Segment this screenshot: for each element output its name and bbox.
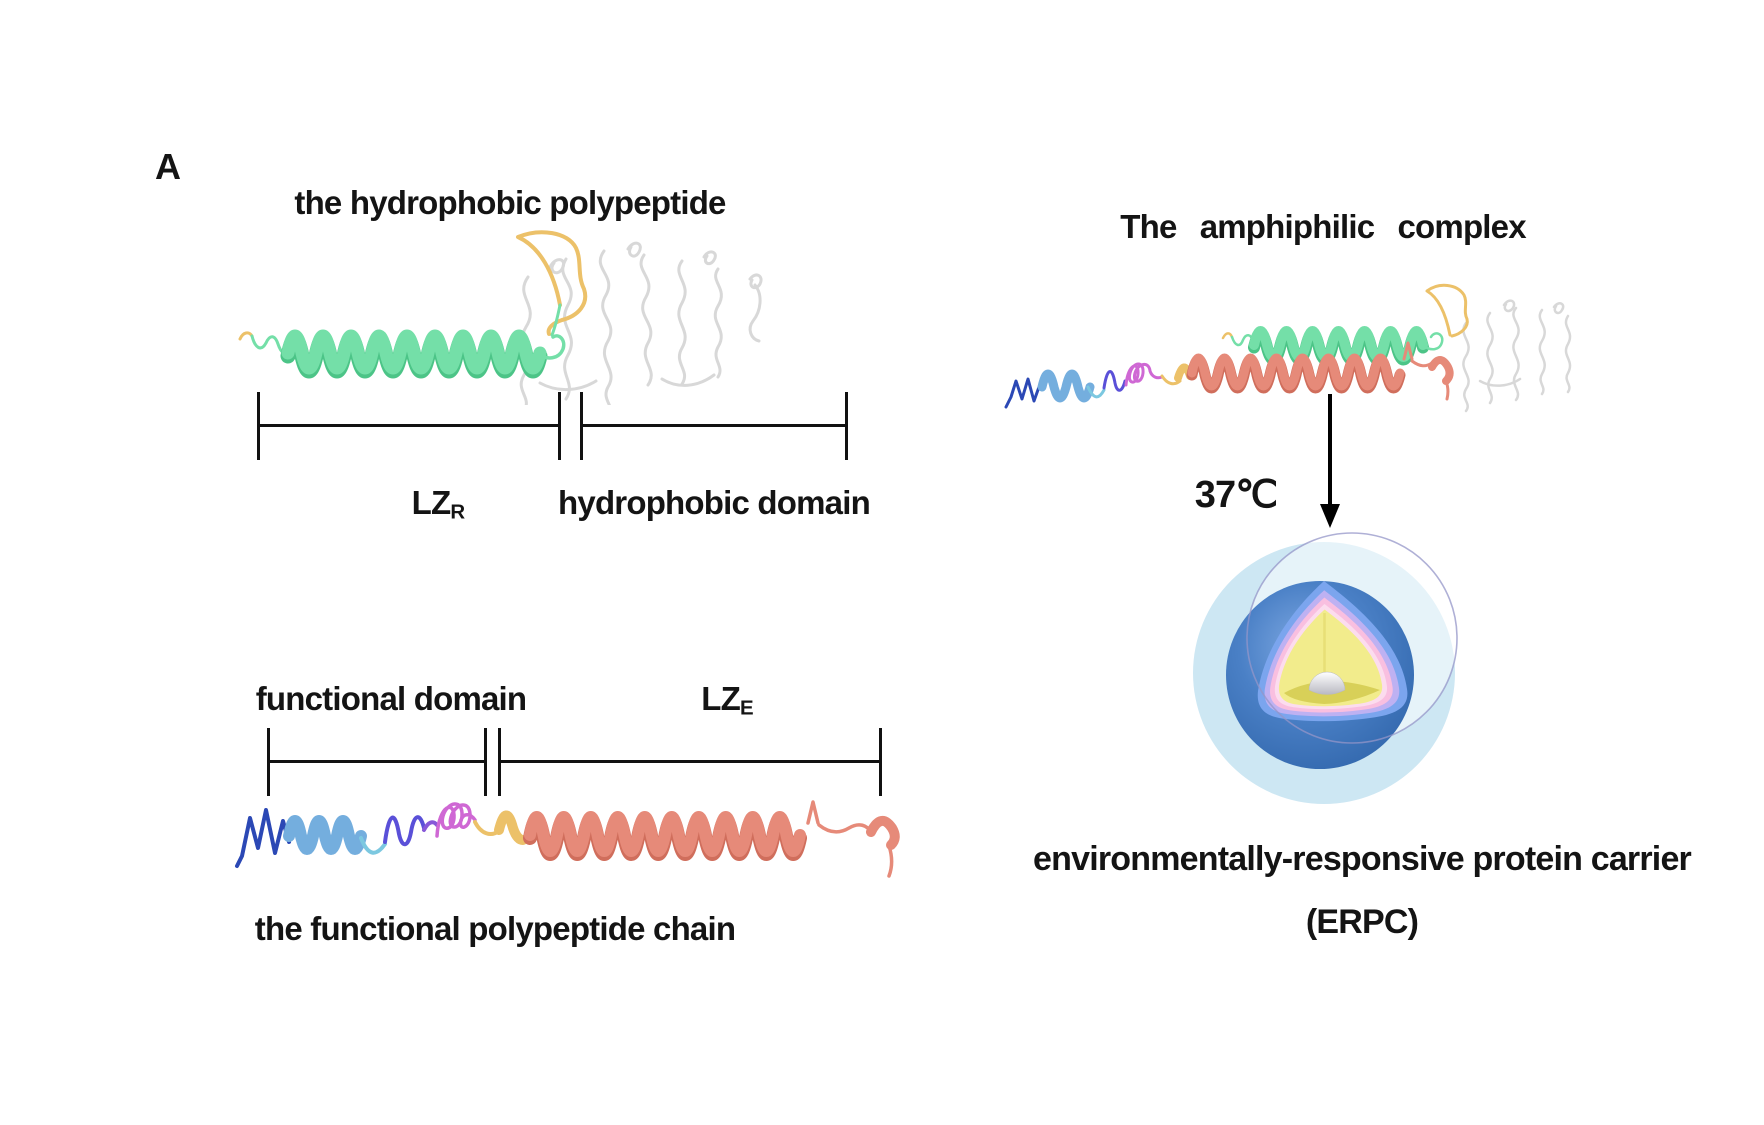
lzr-label: LZR	[411, 484, 465, 524]
hydrophobic-domain-label: hydrophobic domain	[558, 484, 871, 521]
capsule-outline	[1246, 532, 1458, 744]
complex-functional-chain	[1004, 341, 1454, 409]
hydrophobic-polypeptide-title: the hydrophobic polypeptide	[294, 184, 726, 221]
erpc-sphere-illustration	[1174, 523, 1474, 813]
functional-domain-label: functional domain	[255, 680, 527, 717]
lze-label: LZE	[701, 680, 753, 720]
cutaway-layers	[1257, 581, 1408, 722]
amphiphilic-complex-structure	[980, 275, 1600, 415]
gray-random-coil	[519, 241, 763, 418]
complex-green-helix	[1230, 326, 1444, 366]
gray-core	[1308, 671, 1346, 695]
green-helix-ribbon	[250, 303, 566, 379]
functional-polypeptide-caption: the functional polypeptide chain	[254, 910, 736, 947]
amphiphilic-complex-title: The amphiphilic complex	[1120, 208, 1526, 245]
erpc-caption: environmentally-responsive protein carri…	[1033, 840, 1692, 878]
hydrophobic-polypeptide-structure	[210, 215, 790, 418]
temperature-label: 37℃	[1194, 474, 1278, 516]
panel-label: A	[155, 146, 181, 187]
complex-gray-random-coil	[1462, 299, 1572, 413]
functional-polypeptide-structure	[225, 690, 905, 890]
erpc-abbreviation: (ERPC)	[1305, 903, 1419, 941]
functional-chain-ribbon	[235, 800, 900, 878]
yellow-loop-coil	[238, 230, 588, 341]
